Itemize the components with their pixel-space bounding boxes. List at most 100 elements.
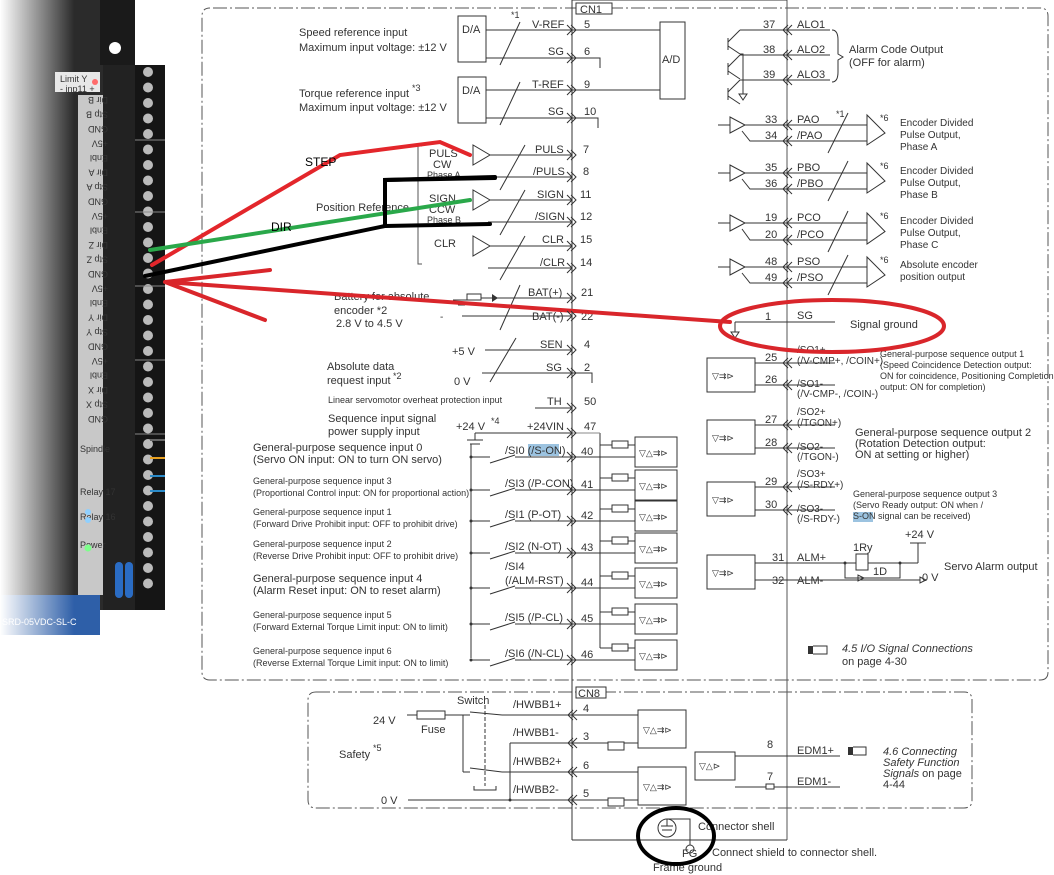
connector-contact [566,292,577,304]
pin-19: 19 [765,212,777,224]
pin-27: 27 [765,414,777,426]
connector-contact [566,240,577,252]
terminal-screw[interactable] [143,377,153,387]
terminal-screw[interactable] [143,547,153,558]
reference-safety-signals[interactable]: 4.6 Connecting Safety Function Signals o… [848,746,962,791]
terminal-screw[interactable] [143,82,153,93]
terminal-screw[interactable] [143,346,153,356]
safety-label: Safety [339,749,371,761]
terminal-screw[interactable] [143,299,153,310]
ground-icon [738,93,748,101]
photocoupler-icon: ▽△⇉⊳ [639,448,668,458]
signal-th: TH [547,396,562,408]
seq-output-signal: /SO2- [797,442,823,453]
connector-contact [566,427,577,439]
terminal-screw[interactable] [143,361,153,372]
seq-output-label: S-ON signal can be received) [853,511,971,521]
terminal-screw[interactable] [143,113,153,124]
seq-output-sub: (/S-RDY-) [797,514,840,525]
terminal-screw[interactable] [143,423,153,434]
pointing-hand-icon [808,646,813,654]
terminal-screw[interactable] [143,392,153,403]
seq-input-title: General-purpose sequence input 1 [253,507,392,517]
terminal-screw[interactable] [143,160,153,170]
pin-21: 21 [581,287,593,299]
ref-safety-line3[interactable]: Signals on page [883,768,962,780]
connector-contact [782,442,793,454]
pin-48: 48 [765,256,777,268]
pin-14: 14 [580,257,592,269]
seq-input-title: General-purpose sequence input 3 [253,476,392,486]
pin-31: 31 [772,552,784,564]
ref-safety-line1[interactable]: 4.6 Connecting [883,746,958,758]
reference-io-connections[interactable]: 4.5 I/O Signal Connections on page 4-30 [808,643,973,668]
seq-output-label: (Speed Coincidence Detection output: [880,360,1032,370]
terminal-screw[interactable] [143,578,153,589]
terminal-screw[interactable] [143,470,153,480]
encoder-output-label: Phase A [900,142,938,153]
cw-label: CW [433,159,452,171]
pin-4: 4 [583,703,589,715]
step-wire [150,139,472,267]
resistor [611,571,629,580]
connector-contact [782,504,793,516]
seq-output-label: (Servo Ready output: ON when / [853,500,984,510]
terminal-screw[interactable] [143,516,153,527]
pin-35: 35 [765,162,777,174]
ref-io-title[interactable]: 4.5 I/O Signal Connections [842,643,973,655]
sequence-output-row: ▽⇉⊳25/SO1+(/V-CMP+, /COIN+)26/SO1-(/V-CM… [706,345,1054,400]
terminal-screw[interactable] [143,129,153,139]
seq-output-sub: (/V-CMP+, /COIN+) [797,356,883,367]
sequence-power-group: Sequence input signal power supply input… [328,413,596,658]
terminal-screw[interactable] [143,253,153,263]
terminal-screw[interactable] [143,315,153,325]
sequence-input-row: General-purpose sequence input 1 (Forward… [253,500,678,532]
pin-9: 9 [584,79,590,91]
overheat-label: Linear servomotor overheat protection in… [328,395,503,405]
terminal-screw[interactable] [143,563,153,573]
terminal-screw[interactable] [143,67,153,77]
terminal-screw[interactable] [143,175,153,186]
terminal-screw[interactable] [143,485,153,496]
terminal-screw[interactable] [143,98,153,108]
terminal-screw[interactable] [143,408,153,418]
footnote: *6 [880,113,889,123]
seq-input-signal-2: (/ALM-RST) [505,575,564,587]
capacitor [125,562,133,598]
led-relay17 [85,517,91,523]
terminal-screw[interactable] [143,330,153,341]
signal-hwbb2-: /HWBB2- [513,784,559,796]
connector-contact [566,84,577,96]
terminal-screw[interactable] [143,439,153,449]
puls-label: PULS [429,148,458,160]
connect-shield-note: Connect shield to connector shell. [712,847,877,859]
pin-11: 11 [580,189,591,201]
speed-ref-title: Speed reference input [299,27,407,39]
terminal-screw[interactable] [143,191,153,201]
terminal-screw[interactable] [143,501,153,511]
connector-contact [566,24,577,36]
signal-ground-highlight [718,298,946,354]
seq-input-desc: (Forward Drive Prohibit input: OFF to pr… [253,519,458,529]
battery-label-2: encoder *2 [334,305,387,317]
terminal-screw[interactable] [143,237,153,248]
terminal-screw[interactable] [143,532,153,542]
seq-output-sub: (/TGON-) [797,452,839,463]
abs-request-label-2: request input [327,375,391,387]
ref-safety-page[interactable]: 4-44 [883,779,905,791]
cn1-frame [201,7,1049,681]
signal-sign: SIGN [537,189,564,201]
terminal-screw[interactable] [143,222,153,232]
minus-sign: - [440,312,443,323]
terminal-screw[interactable] [143,454,153,465]
ref-io-page[interactable]: on page 4-30 [842,656,907,668]
zero-v-label: 0 V [454,376,471,388]
pin-49: 49 [765,272,777,284]
signal-sign-n: /SIGN [535,211,565,223]
terminal-screw[interactable] [143,144,153,155]
ref-safety-line2[interactable]: Safety Function [883,757,959,769]
pin-2: 2 [584,362,590,374]
footnote: *1 [836,109,845,119]
seq-input-title: General-purpose sequence input 0 [253,442,422,454]
